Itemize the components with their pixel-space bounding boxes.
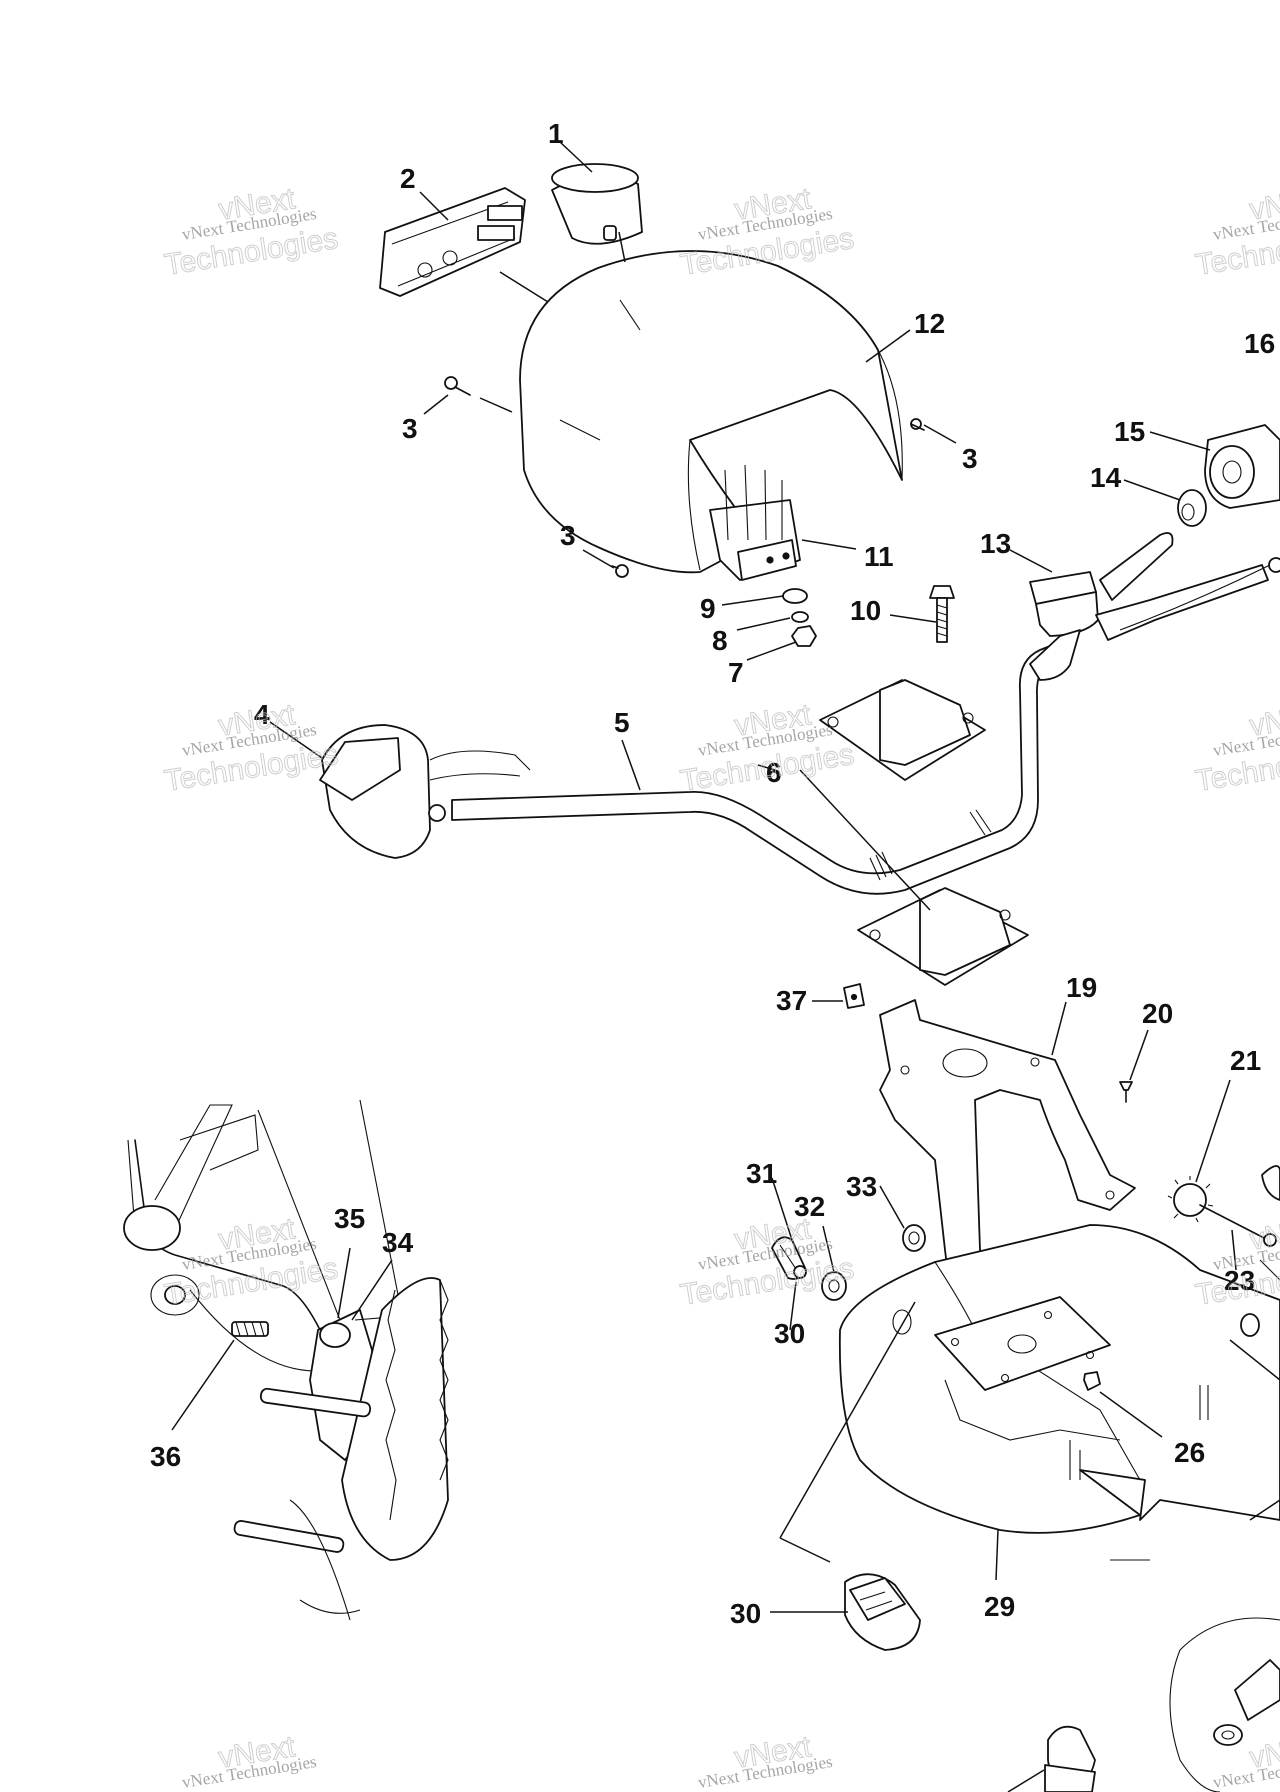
callout-5: 5 — [614, 707, 630, 738]
part-screw-a — [444, 376, 471, 396]
svg-text:vNext: vNext — [1247, 182, 1280, 227]
callout-30-a: 30 — [774, 1318, 805, 1349]
callout-20: 20 — [1142, 998, 1173, 1029]
part-switch-bushing — [1177, 489, 1207, 527]
part-gear — [1167, 1165, 1280, 1247]
callout-29: 29 — [984, 1591, 1015, 1622]
callout-23: 23 — [1224, 1265, 1255, 1296]
part-clip-nut — [843, 983, 865, 1009]
callout-numbers: 1 2 3 3 3 3 4 5 6 7 8 9 10 11 12 13 14 1… — [150, 118, 1275, 1629]
callout-16: 16 — [1244, 328, 1275, 359]
part-hub-assembly — [123, 1099, 449, 1621]
part-screw-b — [910, 418, 925, 431]
part-nut-lower — [1083, 1371, 1101, 1391]
part-washer-large — [782, 588, 808, 604]
part-detail-circle — [1169, 1617, 1280, 1792]
part-upper-clamp — [819, 679, 986, 781]
svg-text:vNext: vNext — [1247, 698, 1280, 743]
callout-2: 2 — [400, 163, 416, 194]
callout-10: 10 — [850, 595, 881, 626]
callout-21: 21 — [1230, 1045, 1261, 1076]
callout-32: 32 — [794, 1191, 825, 1222]
watermark-11: vNext Technologies vNext — [697, 1730, 834, 1792]
part-lower-shroud — [838, 1224, 1280, 1561]
svg-text:vNext: vNext — [1247, 1730, 1280, 1775]
watermark-10: vNext Technologies vNext — [181, 1730, 318, 1792]
callout-15: 15 — [1114, 416, 1145, 447]
callout-8: 8 — [712, 625, 728, 656]
callout-14: 14 — [1090, 462, 1122, 493]
callout-34: 34 — [382, 1227, 414, 1258]
part-knob — [771, 1236, 807, 1280]
callout-26: 26 — [1174, 1437, 1205, 1468]
callout-9: 9 — [700, 593, 716, 624]
watermark-3: vNext Technologies vNext Technologies — [1193, 182, 1280, 283]
part-brake-master-cylinder — [1029, 571, 1099, 681]
callout-7: 7 — [728, 657, 744, 688]
part-screw-c — [611, 564, 629, 578]
callout-3-a: 3 — [402, 413, 418, 444]
part-large-knob — [844, 1573, 921, 1651]
part-o-ring — [1240, 1313, 1260, 1337]
part-switch-body — [1204, 424, 1280, 509]
callout-1: 1 — [548, 118, 564, 149]
part-nut — [791, 625, 817, 647]
part-throttle-grip — [1095, 532, 1280, 641]
leader-lines — [171, 141, 1280, 1792]
callout-30-b: 30 — [730, 1598, 761, 1629]
callout-11: 11 — [864, 541, 894, 572]
part-gauge-cup — [551, 163, 643, 245]
callout-36: 36 — [150, 1441, 181, 1472]
watermark-6: vNext Technologies vNext Technologies — [1193, 698, 1280, 799]
callout-13: 13 — [980, 528, 1011, 559]
watermark-1: vNext Technologies vNext Technologies — [162, 182, 341, 283]
part-clamp-bottom — [1044, 1725, 1096, 1792]
callout-6: 6 — [766, 757, 782, 788]
callout-3-b: 3 — [962, 443, 978, 474]
callout-33: 33 — [846, 1171, 877, 1202]
part-switch-housing — [379, 187, 526, 297]
part-washer-small — [791, 611, 809, 623]
watermark-5: vNext Technologies vNext Technologies — [678, 698, 857, 799]
part-ring — [902, 1224, 926, 1252]
part-headlight-pod — [519, 250, 903, 574]
callout-3-c: 3 — [560, 520, 576, 551]
part-left-hand-control — [319, 724, 531, 859]
watermark-7: vNext Technologies vNext Technologies — [162, 1212, 341, 1313]
part-bolt — [929, 585, 955, 643]
callout-19: 19 — [1066, 972, 1097, 1003]
watermark-2: vNext Technologies vNext Technologies — [678, 182, 857, 283]
watermark-4: vNext Technologies vNext Technologies — [162, 698, 341, 799]
part-lower-clamp — [857, 887, 1029, 986]
callout-35: 35 — [334, 1203, 365, 1234]
callout-37: 37 — [776, 985, 807, 1016]
callout-4: 4 — [254, 699, 270, 730]
callout-12: 12 — [914, 308, 945, 339]
svg-text:vNext: vNext — [1247, 1212, 1280, 1257]
part-small-screw — [1119, 1081, 1133, 1103]
callout-31: 31 — [746, 1158, 777, 1189]
part-bulb-holder — [709, 464, 801, 581]
